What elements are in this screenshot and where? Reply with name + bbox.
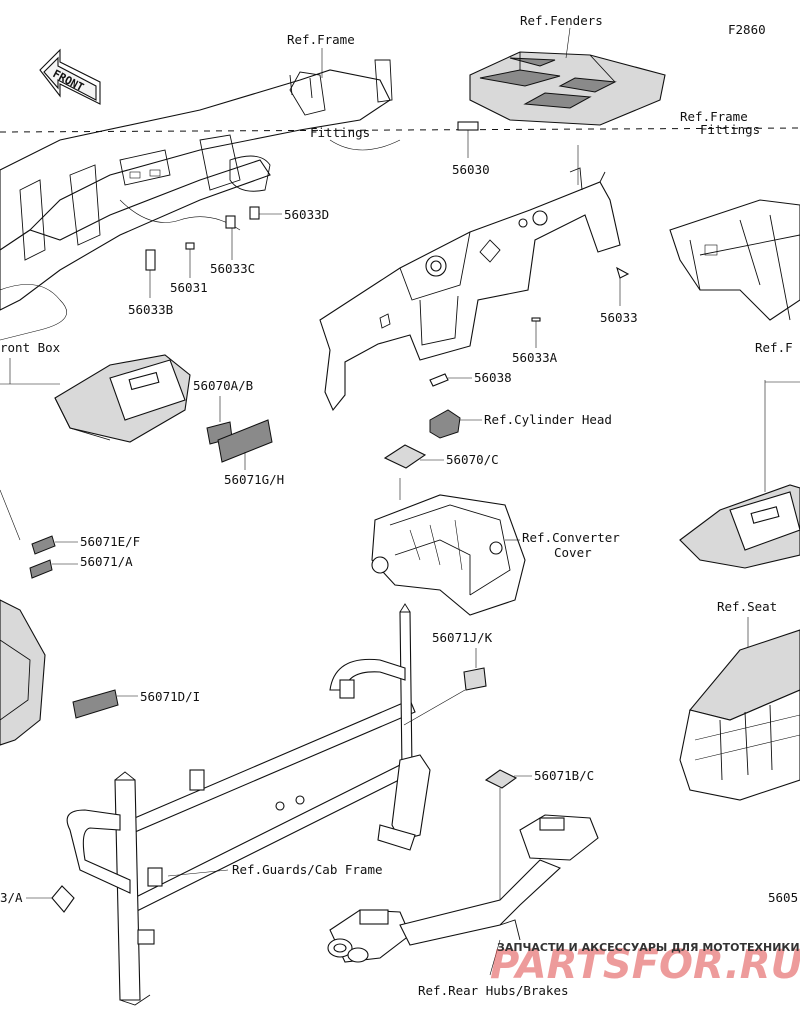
cylinder-head-tag	[429, 409, 461, 439]
ref-rear-hubs-label: Ref.Rear Hubs/Brakes	[418, 983, 569, 998]
front-arrow-icon: FRONT	[39, 48, 101, 105]
part-56031: 56031	[170, 280, 208, 295]
label-56071A	[29, 559, 53, 579]
label-56031	[185, 242, 195, 250]
front-box	[54, 354, 191, 443]
ref-fenders-label: Ref.Fenders	[520, 13, 603, 28]
left-box-fragment	[0, 599, 46, 746]
part-56033B: 56033B	[128, 302, 173, 317]
ref-frame-label: Ref.Frame	[287, 32, 355, 47]
watermark-tagline: ЗАПЧАСТИ И АКСЕССУАРЫ ДЛЯ МОТОТЕХНИКИ	[497, 941, 800, 954]
part-56053A-partial: 3/A	[0, 890, 23, 905]
label-56053A	[51, 885, 75, 913]
label-56071EF	[31, 535, 56, 555]
label-56071GH	[217, 419, 273, 463]
ref-fittings-left-label: Fittings	[310, 125, 370, 140]
right-box	[679, 484, 800, 569]
part-56071JK: 56071J/K	[432, 630, 493, 645]
label-56071DI	[72, 689, 119, 719]
ref-frame-fittings-a: Ref.Frame	[680, 109, 748, 124]
label-56030	[457, 121, 479, 131]
part-56033C: 56033C	[210, 261, 255, 276]
converter-cover	[371, 478, 526, 616]
ref-converter-cover-a: Ref.Converter	[522, 530, 620, 545]
right-frame	[669, 199, 800, 321]
ref-guards-label: Ref.Guards/Cab Frame	[232, 862, 383, 877]
rear-hub-bracket	[327, 814, 599, 963]
part-56030: 56030	[452, 162, 490, 177]
rear-frame-bracket	[319, 167, 621, 412]
part-56033A: 56033A	[512, 350, 558, 365]
ref-seat-label: Ref.Seat	[717, 599, 777, 614]
ref-front-box-label: ront Box	[0, 340, 61, 355]
part-56071A: 56071/A	[80, 554, 133, 569]
ref-frame-right-label: Ref.F	[755, 340, 793, 355]
label-56071BC	[484, 769, 518, 789]
main-frame	[0, 59, 401, 341]
part-56071EF: 56071E/F	[80, 534, 140, 549]
watermark-logo: PARTSFOR.RU	[490, 942, 800, 988]
label-56033	[616, 266, 630, 279]
ref-converter-cover-b: Cover	[554, 545, 592, 560]
label-56033C	[225, 215, 236, 229]
cab-frame	[66, 603, 431, 1006]
part-56071DI: 56071D/I	[140, 689, 200, 704]
part-56071BC: 56071B/C	[534, 768, 594, 783]
seat-base	[679, 629, 800, 801]
part-56033D: 56033D	[284, 207, 329, 222]
label-56038	[429, 373, 449, 387]
ref-cylinder-head-label: Ref.Cylinder Head	[484, 412, 612, 427]
label-56070C	[383, 444, 427, 469]
watermark: PARTSFOR.RU ЗАПЧАСТИ И АКСЕССУАРЫ ДЛЯ МО…	[490, 941, 800, 988]
diagram-code: F2860	[728, 22, 766, 37]
part-56071GH: 56071G/H	[224, 472, 284, 487]
part-56070AB: 56070A/B	[193, 378, 253, 393]
label-56033A	[531, 317, 541, 322]
part-56033: 56033	[600, 310, 638, 325]
rear-fender	[469, 51, 666, 126]
part-56070C: 56070/C	[446, 452, 499, 467]
label-56033B	[145, 249, 156, 271]
label-56033D	[249, 206, 260, 220]
part-5605-partial: 5605	[768, 890, 798, 905]
label-56071JK	[463, 667, 487, 691]
section-divider	[0, 127, 800, 133]
part-56038: 56038	[474, 370, 512, 385]
ref-frame-fittings-b: Fittings	[700, 122, 760, 137]
